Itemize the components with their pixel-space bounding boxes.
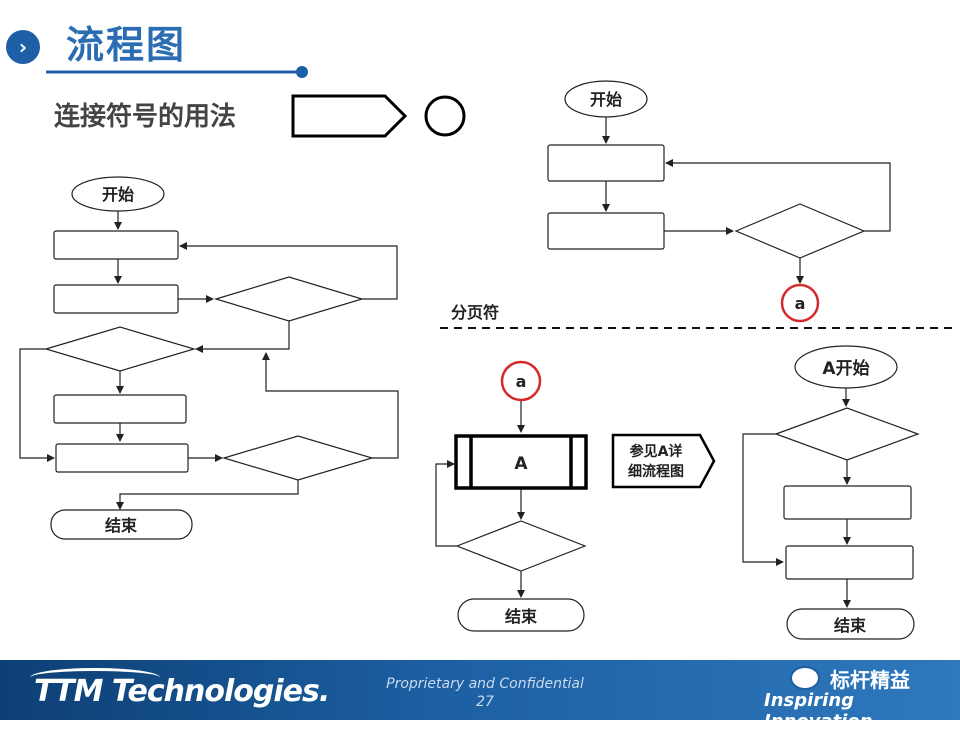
a-start-label: A开始	[822, 358, 869, 379]
title-underline-dot	[296, 66, 308, 78]
offpage-connector-symbol	[291, 94, 408, 138]
process-a-label: A	[514, 454, 528, 474]
page-break-label: 分页符	[451, 303, 499, 322]
a-end-terminal	[786, 608, 915, 640]
right-process-2	[547, 212, 665, 250]
left-decision-1	[213, 276, 365, 322]
mid-decision	[455, 520, 587, 572]
right-start-label: 开始	[590, 90, 622, 109]
left-start-label: 开始	[102, 185, 134, 204]
mid-end-label: 结束	[504, 607, 538, 626]
flowchart-diagram: 开始 结束 开始 a a 分页符 A A开始 结束 结束 参见A详 细流程图	[19, 66, 952, 640]
account-name: 标杆精益	[830, 668, 910, 692]
footer-bar: TTM Technologies. Proprietary and Confid…	[0, 660, 960, 732]
left-process-2	[53, 284, 179, 314]
connector-a-out-label: a	[795, 294, 806, 313]
footer-center: Proprietary and Confidential 27	[360, 676, 610, 710]
offpage-ref-line2: 细流程图	[628, 463, 684, 480]
offpage-reference-symbol	[611, 433, 716, 489]
left-process-1	[53, 230, 179, 260]
offpage-ref-line1: 参见A详	[630, 443, 683, 460]
predefined-process-a	[454, 434, 588, 490]
a-process-1	[783, 485, 912, 520]
right-process-1	[547, 144, 665, 182]
left-end-label: 结束	[104, 516, 138, 535]
mid-end-terminal	[457, 598, 585, 632]
footer-slogan: Inspiring Innovation	[764, 690, 873, 732]
left-decision-2	[43, 326, 197, 372]
page-title: 流程图	[66, 23, 187, 67]
connector-a-outgoing	[780, 283, 820, 323]
page-number: 27	[476, 694, 494, 710]
left-end-terminal	[50, 509, 193, 540]
left-decision-3	[221, 435, 375, 481]
onpage-connector-symbol	[424, 95, 466, 137]
connector-a-incoming	[500, 360, 542, 402]
a-end-label: 结束	[833, 616, 867, 635]
wechat-icon	[790, 666, 820, 690]
left-process-3	[53, 394, 187, 424]
section-subtitle: 连接符号的用法	[54, 102, 237, 132]
company-logo: TTM Technologies.	[34, 674, 330, 709]
connector-a-in-label: a	[516, 372, 527, 391]
logo-swoosh	[30, 668, 160, 687]
chevron-glyph: ›	[18, 35, 28, 59]
left-process-4	[55, 443, 189, 473]
chevron-right-icon: ›	[6, 30, 40, 64]
a-decision	[774, 407, 920, 461]
confidential-label: Proprietary and Confidential	[386, 676, 584, 692]
a-process-2	[785, 545, 914, 580]
right-decision-1	[734, 203, 866, 259]
